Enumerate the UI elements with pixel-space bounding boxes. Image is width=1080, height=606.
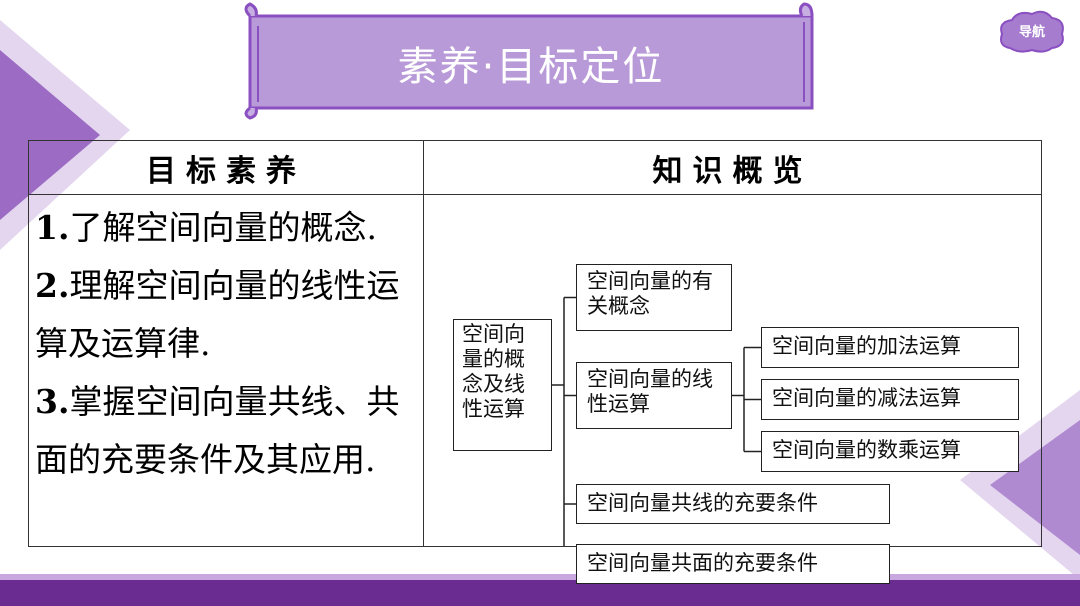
branch-node-linear-ops: 空间向量的线性运算: [576, 362, 732, 429]
header-goals: 目标素养: [28, 140, 424, 195]
nav-cloud-button[interactable]: [996, 8, 1068, 56]
sub-node-scalar-mult: 空间向量的数乘运算: [761, 431, 1019, 472]
tree-connectors: [552, 296, 761, 546]
branch-node-coplanar: 空间向量共面的充要条件: [576, 544, 890, 584]
goals-list: 1.了解空间向量的概念. 2.理解空间向量的线性运算及运算律. 3.掌握空间向量…: [29, 195, 423, 489]
goals-knowledge-table: 目标素养 知识概览 1.了解空间向量的概念. 2.理解空间向量的线性运算及运算律…: [28, 140, 1042, 584]
knowledge-tree: 空间向量的概念及线性运算 空间向量的有关概念 空间向量的线性运算 空间向量的加法…: [424, 195, 1041, 584]
nav-label[interactable]: 导航: [1018, 24, 1045, 40]
page-title: 素养·目标定位: [397, 44, 665, 90]
bottom-accent-strip: [0, 574, 1080, 580]
root-node: 空间向量的概念及线性运算: [453, 319, 552, 451]
branch-node-collinear: 空间向量共线的充要条件: [576, 484, 890, 524]
bottom-bar: [0, 580, 1080, 606]
goal-item: 3.掌握空间向量共线、共面的充要条件及其应用.: [35, 382, 400, 479]
sub-node-addition: 空间向量的加法运算: [761, 327, 1019, 368]
sub-node-subtraction: 空间向量的减法运算: [761, 379, 1019, 420]
branch-node-concepts: 空间向量的有关概念: [576, 264, 732, 331]
header-knowledge: 知识概览: [423, 140, 1042, 195]
goal-item: 2.理解空间向量的线性运算及运算律.: [35, 266, 400, 363]
banner-scroll: [244, 2, 814, 120]
goal-item: 1.了解空间向量的概念.: [35, 208, 377, 247]
